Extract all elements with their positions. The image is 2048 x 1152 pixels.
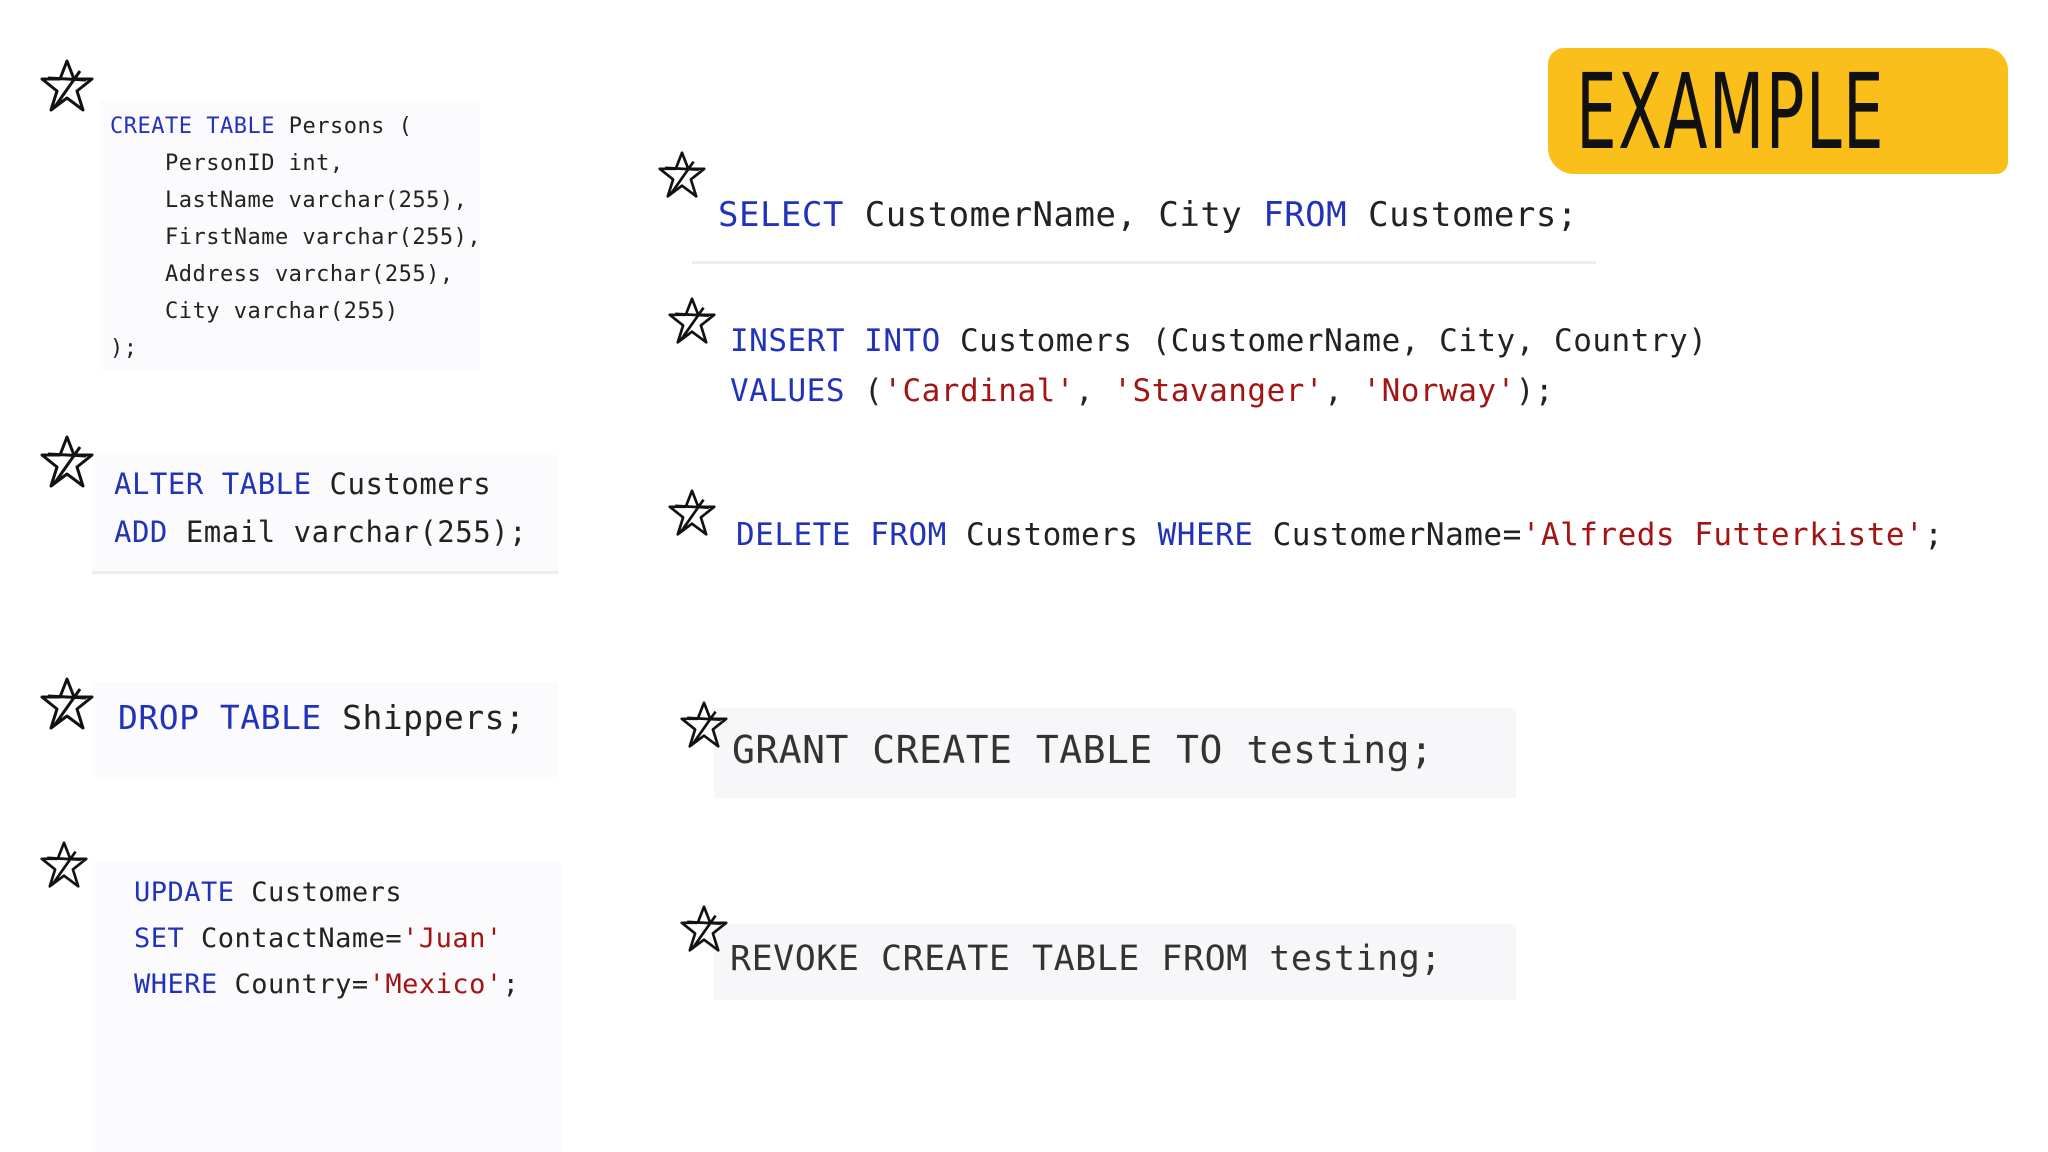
keyword: DROP: [118, 698, 200, 737]
keyword: DELETE: [736, 517, 851, 553]
code-line: FirstName varchar(255),: [110, 225, 482, 250]
code-text: Shippers;: [321, 698, 526, 737]
star-icon: [680, 904, 728, 954]
code-text: ;: [1924, 517, 1944, 553]
string-literal: 'Alfreds Futterkiste': [1521, 517, 1925, 553]
keyword: SET: [134, 923, 185, 954]
code-text: ContactName=: [184, 923, 403, 954]
string-literal: 'Cardinal': [883, 373, 1075, 409]
star-icon: [40, 840, 88, 890]
keyword: INTO: [864, 323, 941, 359]
string-literal: 'Mexico': [368, 969, 503, 1000]
code-line: Address varchar(255),: [110, 262, 454, 287]
alter-table-panel: [92, 455, 558, 573]
code-line: LastName varchar(255),: [110, 188, 468, 213]
code-text: Customers: [311, 467, 492, 501]
star-icon: [40, 676, 94, 732]
keyword: TABLE: [206, 114, 275, 139]
keyword: FROM: [870, 517, 947, 553]
code-text: ;: [502, 969, 520, 1000]
keyword: SELECT: [718, 195, 844, 235]
update-panel: [92, 862, 562, 1152]
grant-statement: GRANT CREATE TABLE TO testing;: [732, 728, 1434, 772]
grant-code: GRANT CREATE TABLE TO testing;: [732, 722, 1433, 778]
create-table-panel: [100, 100, 480, 370]
code-text: Customers;: [1347, 195, 1578, 235]
keyword: TABLE: [219, 698, 322, 737]
code-text: CustomerName=: [1253, 517, 1522, 553]
select-code: SELECT CustomerName, City FROM Customers…: [718, 190, 1578, 240]
code-text: Country=: [217, 969, 369, 1000]
keyword: ALTER: [114, 467, 204, 501]
code-text: Customers: [234, 877, 403, 908]
star-icon: [40, 58, 94, 114]
string-literal: 'Norway': [1362, 373, 1516, 409]
keyword: VALUES: [730, 373, 845, 409]
example-banner-label: EXAMPLE: [1576, 51, 1885, 173]
code-text: Customers: [946, 517, 1158, 553]
revoke-statement: REVOKE CREATE TABLE FROM testing;: [730, 939, 1442, 979]
code-text: Email varchar(255);: [167, 515, 528, 549]
code-text: Persons (: [274, 114, 413, 139]
star-icon: [668, 296, 716, 346]
drop-table-code: DROP TABLE Shippers;: [118, 694, 525, 742]
code-line: );: [110, 336, 138, 361]
code-text: Customers (CustomerName, City, Country): [940, 323, 1708, 359]
drop-table-panel: [92, 682, 558, 777]
star-icon: [658, 150, 706, 200]
code-text: );: [1515, 373, 1555, 409]
keyword: CREATE: [110, 114, 193, 139]
delete-code: DELETE FROM Customers WHERE CustomerName…: [736, 510, 1943, 560]
star-icon: [680, 700, 728, 750]
keyword: UPDATE: [134, 877, 235, 908]
star-icon: [668, 488, 716, 538]
keyword: FROM: [1263, 195, 1348, 235]
alter-table-divider: [92, 571, 558, 574]
code-text: CustomerName, City: [843, 195, 1264, 235]
insert-code: INSERT INTO Customers (CustomerName, Cit…: [730, 316, 1707, 416]
create-table-code: CREATE TABLE Persons ( PersonID int, Las…: [110, 108, 481, 367]
select-divider: [692, 261, 1596, 264]
code-line: City varchar(255): [110, 299, 399, 324]
string-literal: 'Juan': [402, 923, 503, 954]
code-text: ,: [1324, 373, 1363, 409]
star-icon: [40, 434, 94, 490]
example-banner: [1548, 48, 2008, 174]
keyword: TABLE: [221, 467, 312, 501]
code-text: ,: [1074, 373, 1114, 409]
revoke-panel: [714, 924, 1516, 1000]
keyword: ADD: [114, 515, 168, 549]
keyword: INSERT: [730, 323, 845, 359]
string-literal: 'Stavanger': [1113, 373, 1325, 409]
code-line: PersonID int,: [110, 151, 344, 176]
code-text: (: [844, 373, 884, 409]
keyword: WHERE: [134, 969, 218, 1000]
revoke-code: REVOKE CREATE TABLE FROM testing;: [730, 932, 1442, 986]
keyword: WHERE: [1157, 517, 1254, 553]
grant-panel: [714, 708, 1516, 798]
